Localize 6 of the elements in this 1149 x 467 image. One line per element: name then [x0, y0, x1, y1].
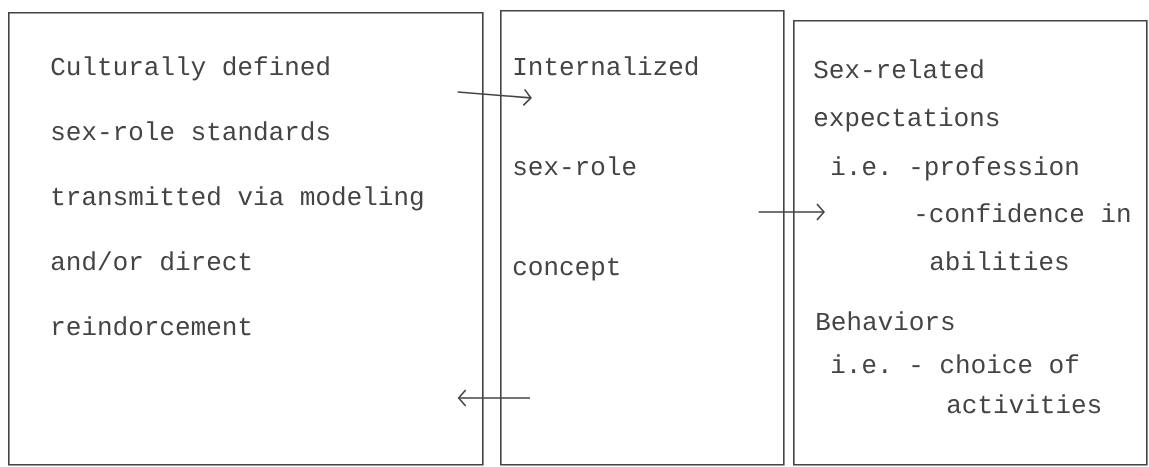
arrow [457, 389, 531, 407]
process-box: Culturally defined sex-role standards transmitted via modeling and/or direct reindorcement [8, 12, 484, 466]
arrow [456, 88, 532, 107]
arrow [757, 203, 825, 221]
process-box: Internalized sex-role concept [500, 10, 785, 466]
process-box: Sex-related expectations i.e. -profession -confidence in abilities Behaviors i.e. - choice of activities [793, 20, 1148, 466]
